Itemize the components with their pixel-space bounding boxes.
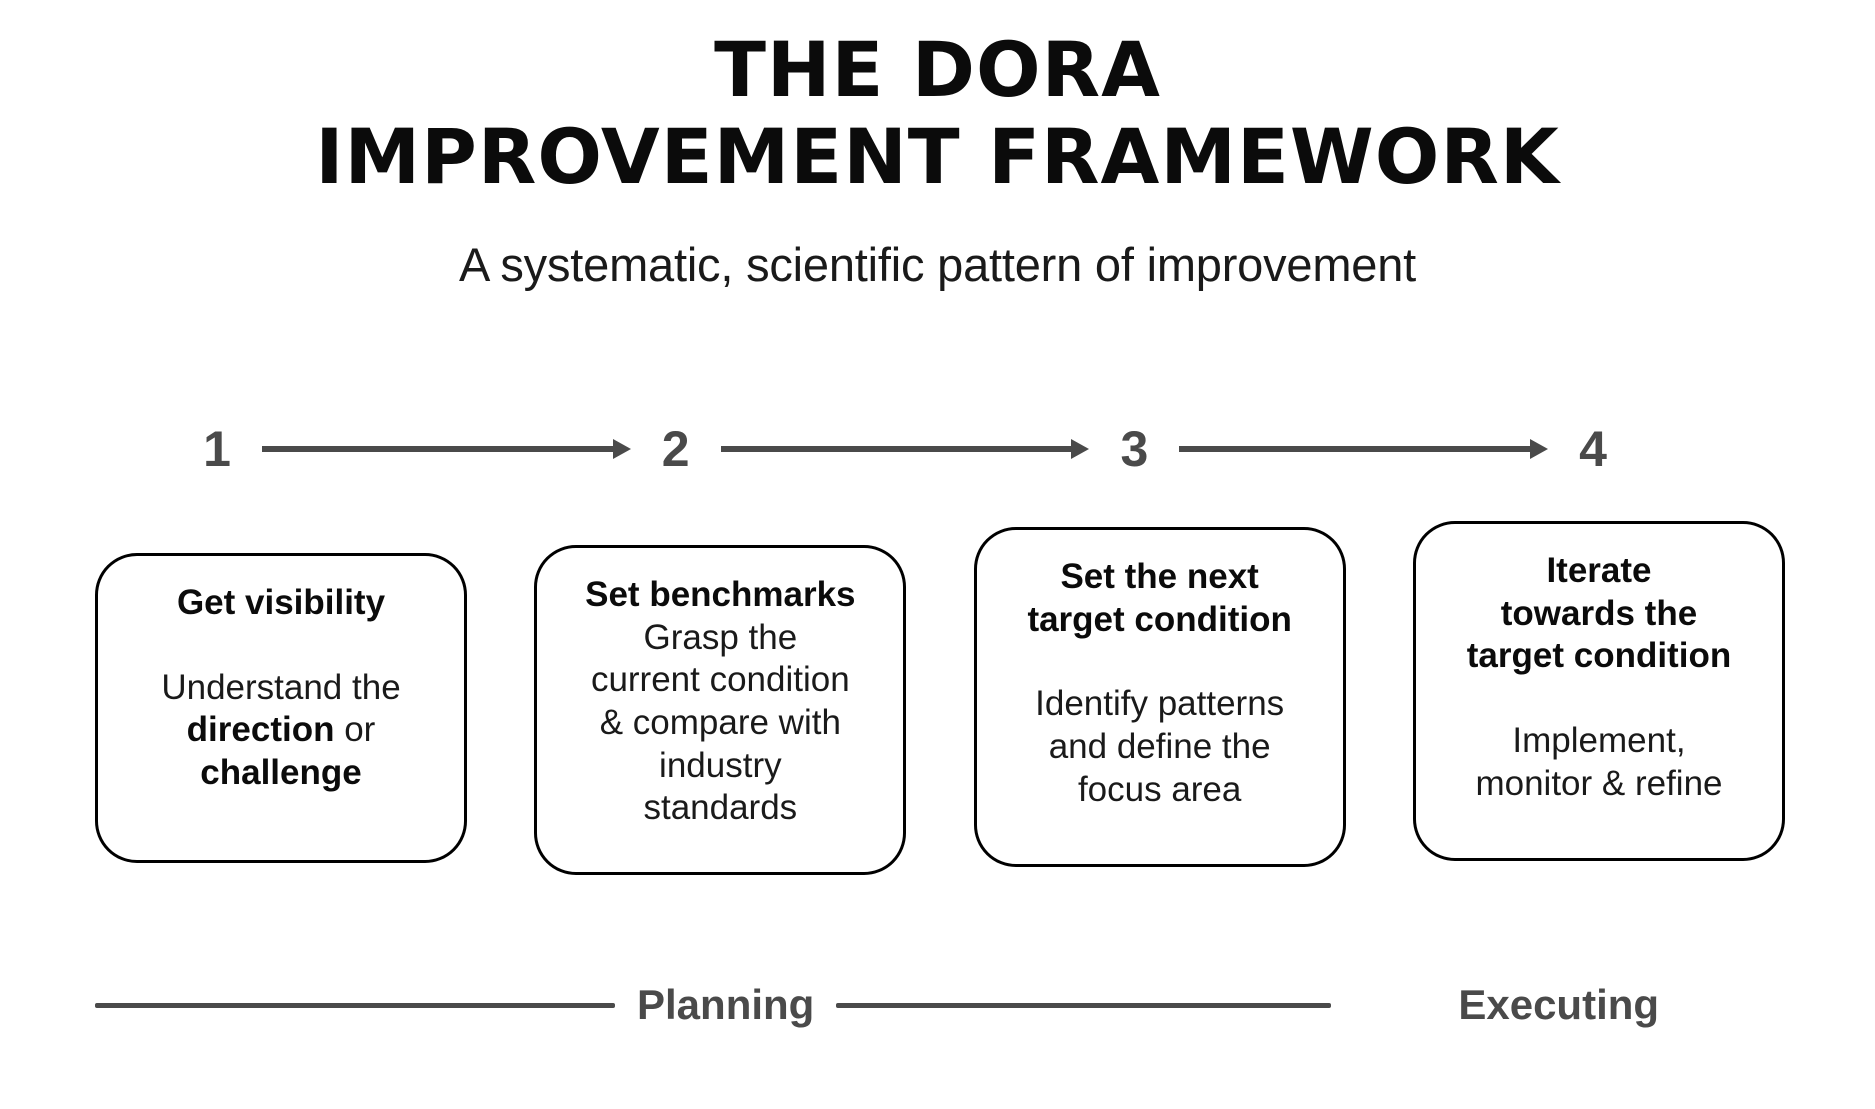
step-number-3: 3 bbox=[1120, 421, 1149, 477]
phase-rule-left bbox=[95, 1002, 615, 1008]
arrow-icon-1-to-2 bbox=[262, 439, 631, 459]
phase-label-planning: Planning bbox=[637, 981, 815, 1028]
arrow-head bbox=[1071, 439, 1090, 459]
step-card-1: Get visibility Understand the direction … bbox=[95, 553, 467, 863]
arrow-head bbox=[1530, 439, 1549, 459]
arrow-icon-3-to-4 bbox=[1179, 439, 1549, 459]
step-number-1: 1 bbox=[203, 421, 231, 477]
page-title-line-1: THE DORA bbox=[714, 25, 1161, 114]
step-card-2-body: Grasp the current condition & compare wi… bbox=[590, 617, 850, 828]
page-title: THE DORA IMPROVEMENT FRAMEWORK bbox=[0, 26, 1875, 201]
arrow-shaft bbox=[720, 446, 1077, 452]
arrow-head bbox=[612, 439, 631, 459]
step-card-1-title: Get visibility bbox=[176, 583, 386, 622]
step-card-2-title: Set benchmarks bbox=[585, 575, 856, 614]
step-number-4: 4 bbox=[1579, 421, 1607, 477]
arrow-shaft bbox=[1179, 446, 1536, 452]
step-sequence: 1 2 3 4 bbox=[200, 418, 1610, 480]
step-card-4-title: Iterate towards the target condition bbox=[1466, 551, 1732, 676]
arrow-shaft bbox=[262, 446, 618, 452]
step-card-3-spacer bbox=[999, 641, 1321, 683]
phase-rule-right bbox=[836, 1002, 1332, 1008]
step-card-4-spacer bbox=[1438, 678, 1760, 720]
step-card-3-title: Set the next target condition bbox=[1027, 557, 1292, 639]
step-card-4: Iterate towards the target condition Imp… bbox=[1412, 521, 1785, 861]
phase-bar: Planning Executing bbox=[95, 975, 1785, 1035]
step-card-2: Set benchmarks Grasp the current conditi… bbox=[534, 545, 907, 875]
header: THE DORA IMPROVEMENT FRAMEWORK A systema… bbox=[0, 0, 1875, 292]
step-cards: Get visibility Understand the direction … bbox=[95, 521, 1785, 913]
step-number-2: 2 bbox=[661, 421, 690, 477]
arrow-icon-2-to-3 bbox=[720, 439, 1090, 459]
step-card-4-body: Implement, monitor & refine bbox=[1475, 721, 1723, 803]
step-card-1-body: Understand the direction or challenge bbox=[161, 667, 401, 793]
step-card-3: Set the next target condition Identify p… bbox=[973, 527, 1346, 867]
step-card-3-body: Identify patterns and define the focus a… bbox=[1035, 684, 1285, 809]
step-card-1-spacer bbox=[120, 625, 442, 667]
page-subtitle: A systematic, scientific pattern of impr… bbox=[458, 237, 1417, 291]
page-title-line-2: IMPROVEMENT FRAMEWORK bbox=[315, 112, 1560, 202]
phase-label-executing: Executing bbox=[1458, 981, 1660, 1028]
